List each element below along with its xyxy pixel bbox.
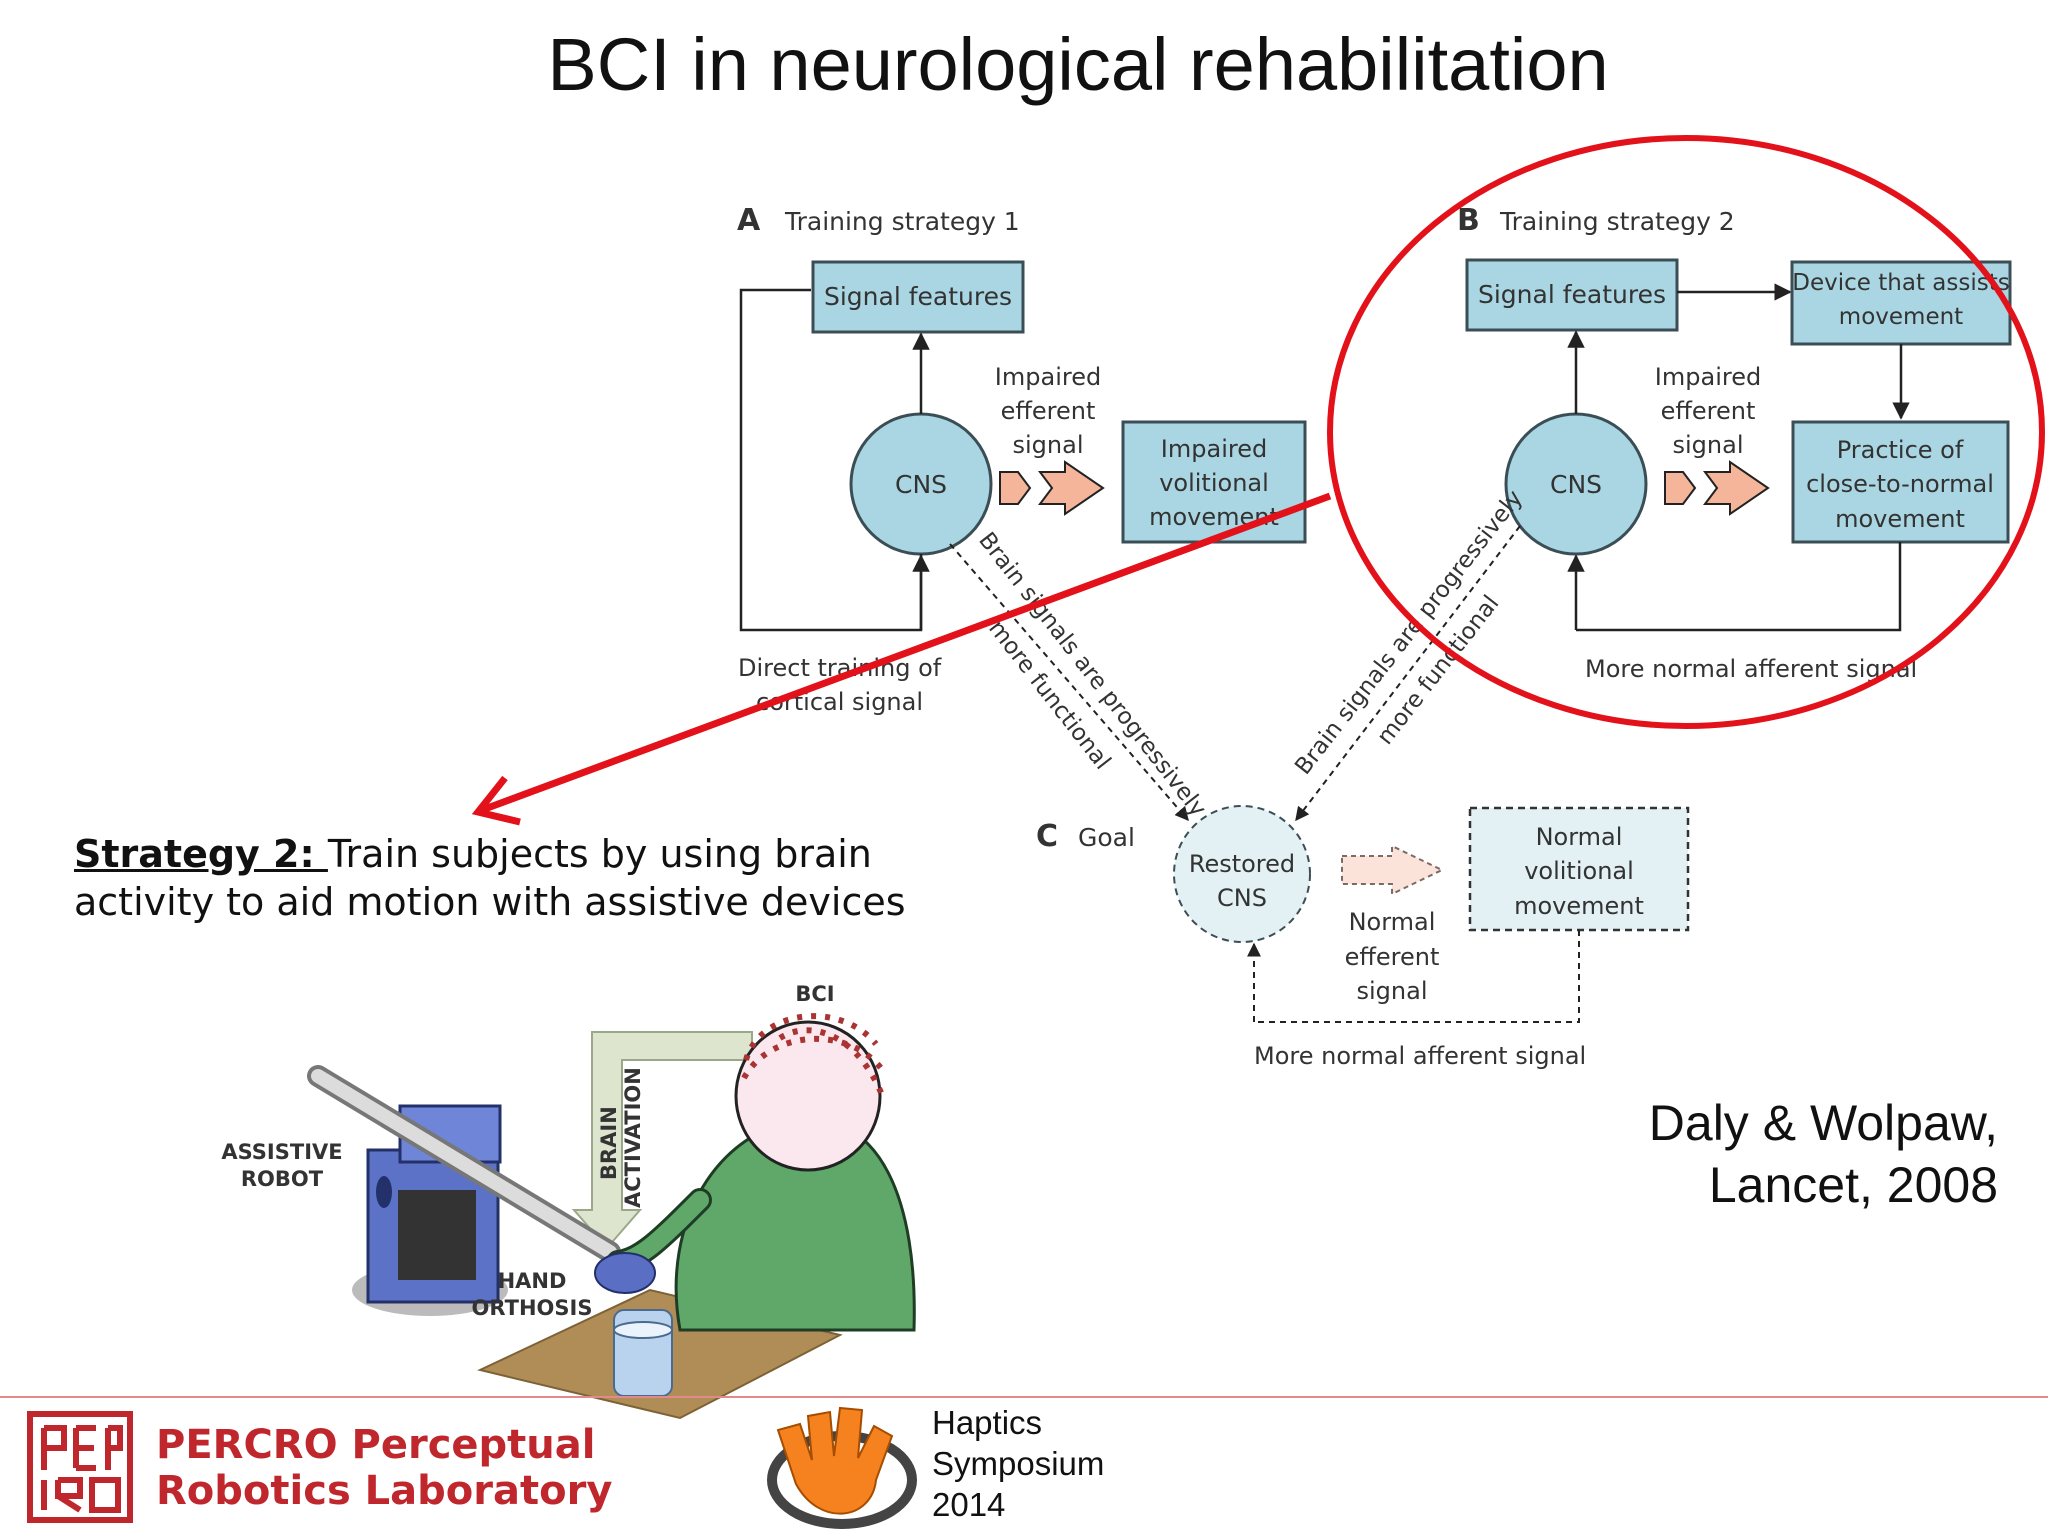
panel-b: B Training strategy 2 Signal features De…	[1457, 203, 2012, 683]
assistive-robot-1: ASSISTIVE	[221, 1140, 342, 1164]
citation-line-2: Lancet, 2008	[1708, 1157, 1998, 1213]
lab-name: PERCRO Perceptual Robotics Laboratory	[156, 1422, 612, 1514]
impaired-movement-3: movement	[1149, 503, 1279, 531]
assist-device-2: movement	[1839, 304, 1963, 330]
symposium-line-3: 2014	[932, 1486, 1006, 1523]
lab-name-line-2: Robotics Laboratory	[156, 1468, 613, 1514]
normal-efferent-3: signal	[1357, 977, 1428, 1005]
impaired-efferent-b-3: signal	[1673, 431, 1744, 459]
restored-cns-node	[1173, 805, 1311, 943]
impaired-efferent-a-2: efferent	[1001, 397, 1096, 425]
diagonal-right-1: Brain signals are progressively	[1290, 486, 1528, 780]
signal-features-label-b: Signal features	[1478, 280, 1666, 309]
highlight-ellipse	[1327, 135, 2045, 729]
panel-c: C Goal Restored CNS Normal efferent sign…	[1036, 805, 1690, 1070]
normal-movement-2: volitional	[1524, 857, 1634, 885]
impaired-efferent-a-3: signal	[1013, 431, 1084, 459]
slide-title: BCI in neurological rehabilitation	[547, 23, 1609, 106]
strategy-lead: Strategy 2:	[74, 832, 328, 876]
panel-c-heading: Goal	[1078, 823, 1135, 852]
normal-efferent-2: efferent	[1345, 943, 1440, 971]
normal-movement-1: Normal	[1536, 823, 1623, 851]
bci-illustration: BRAIN ACTIVATION BCI ASSISTIVE ROBOT HAN…	[221, 982, 916, 1420]
restored-1: Restored	[1189, 850, 1295, 878]
footer-divider	[0, 1396, 2048, 1398]
direct-training-2: cortical signal	[756, 688, 923, 716]
impaired-efferent-b-1: Impaired	[1655, 363, 1761, 391]
afferent-label-b: More normal afferent signal	[1585, 655, 1917, 683]
afferent-label-c: More normal afferent signal	[1254, 1042, 1586, 1070]
panel-a-heading: Training strategy 1	[784, 207, 1020, 236]
normal-movement-box	[1468, 806, 1690, 932]
person-head	[734, 1020, 882, 1172]
panel-b-heading: Training strategy 2	[1499, 207, 1735, 236]
impaired-movement-2: volitional	[1159, 469, 1269, 497]
efferent-arrow-b-small	[1664, 471, 1697, 505]
strategy-text: Train subjects by using brain activity t…	[74, 832, 906, 924]
impaired-efferent-b-2: efferent	[1661, 397, 1756, 425]
brain-activation-2: ACTIVATION	[621, 1067, 645, 1208]
lab-name-line-1: PERCRO Perceptual	[156, 1422, 596, 1468]
practice-3: movement	[1835, 505, 1965, 533]
haptics-hand-logo	[767, 1406, 917, 1529]
citation: Daly & Wolpaw, Lancet, 2008	[1649, 1092, 1998, 1216]
impaired-movement-box	[1121, 420, 1307, 544]
panel-a: A Training strategy 1 Signal features CN…	[737, 203, 1307, 716]
symposium-label: Haptics Symposium 2014	[932, 1402, 1104, 1525]
bci-label: BCI	[795, 982, 834, 1006]
highlight-arrow	[480, 492, 1332, 814]
panel-b-letter: B	[1457, 203, 1480, 238]
hand-orthosis-1: HAND	[498, 1269, 567, 1293]
strategy-note: Strategy 2: Train subjects by using brai…	[74, 830, 974, 926]
panel-c-letter: C	[1036, 819, 1058, 854]
brain-activation-1: BRAIN	[597, 1106, 621, 1180]
assist-device-1: Device that assists	[1792, 270, 2009, 296]
percro-logo	[27, 1411, 133, 1523]
signal-features-box-b	[1465, 258, 1679, 332]
diagonal-left-1: Brain signals are progressively	[973, 528, 1211, 822]
normal-movement-3: movement	[1514, 892, 1644, 920]
citation-line-1: Daly & Wolpaw,	[1648, 1095, 1998, 1151]
signal-features-box-a	[811, 260, 1025, 334]
assistive-robot-2: ROBOT	[241, 1167, 324, 1191]
practice-2: close-to-normal	[1806, 470, 1994, 498]
efferent-arrow-b-large	[1703, 460, 1770, 516]
impaired-efferent-a-1: Impaired	[995, 363, 1101, 391]
panel-a-letter: A	[737, 203, 761, 238]
robot-core	[398, 1190, 476, 1280]
cns-label-a: CNS	[895, 470, 947, 499]
practice-box	[1791, 420, 2010, 544]
normal-efferent-arrow	[1341, 844, 1445, 896]
symposium-line-2: Symposium	[932, 1445, 1105, 1482]
assist-device-box	[1790, 260, 2012, 346]
signal-features-label-a: Signal features	[824, 282, 1012, 311]
hand-orthosis-2: ORTHOSIS	[472, 1296, 593, 1320]
cns-label-b: CNS	[1550, 470, 1602, 499]
symposium-line-1: Haptics	[932, 1404, 1043, 1441]
efferent-arrow-a-small	[999, 471, 1032, 505]
efferent-arrow-a-large	[1038, 460, 1105, 516]
impaired-movement-1: Impaired	[1161, 435, 1267, 463]
normal-efferent-1: Normal	[1349, 908, 1436, 936]
practice-1: Practice of	[1837, 436, 1964, 464]
eeg-cap	[743, 1013, 879, 1061]
restored-2: CNS	[1217, 884, 1267, 912]
hand-orthosis-shape	[594, 1252, 656, 1294]
